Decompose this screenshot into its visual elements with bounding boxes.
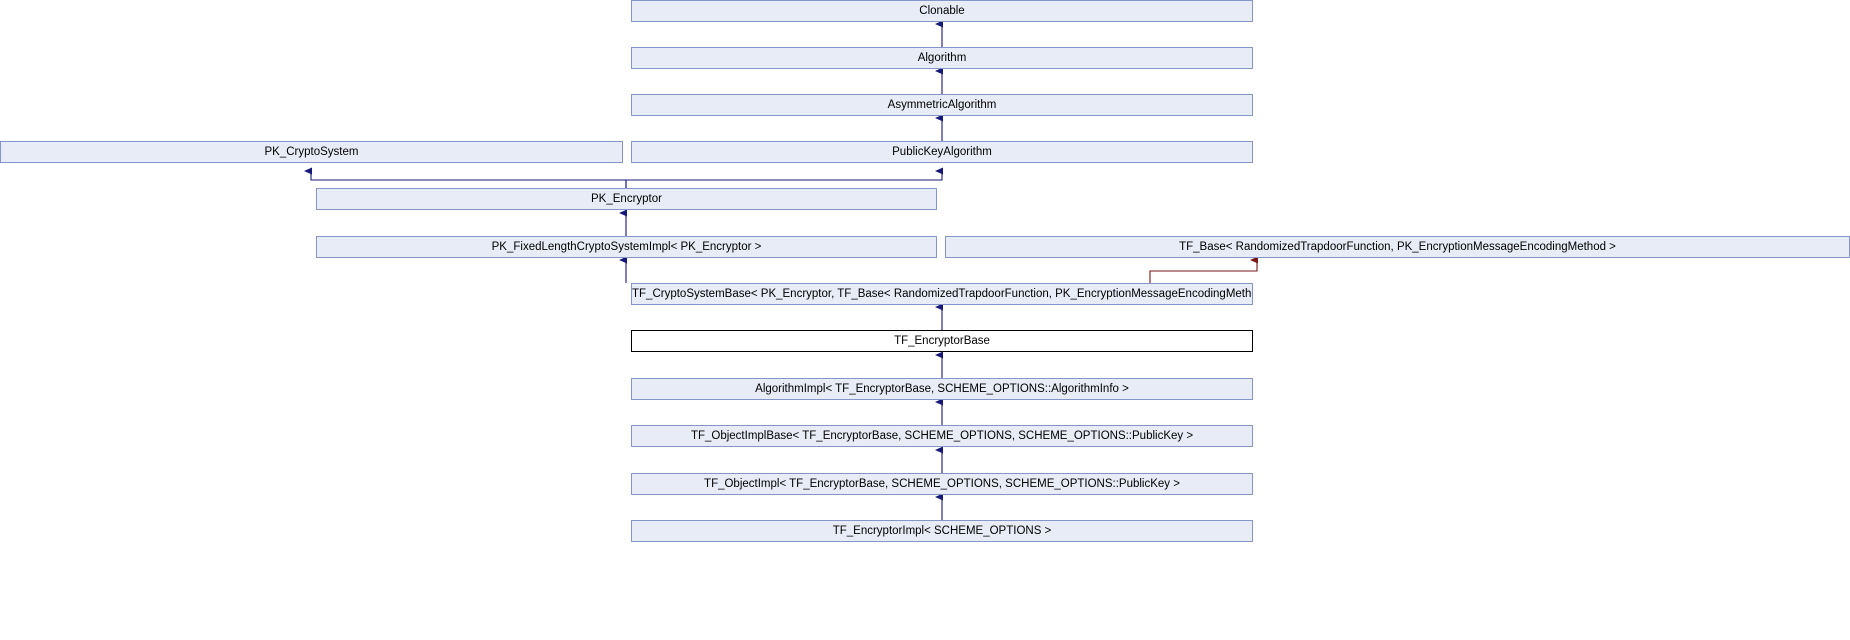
class-node-label: PK_FixedLengthCryptoSystemImpl< PK_Encry… (491, 241, 762, 253)
class-node-label: TF_ObjectImplBase< TF_EncryptorBase, SCH… (690, 430, 1194, 442)
class-node-algorithm[interactable]: Algorithm (631, 47, 1253, 69)
class-node-label: PK_CryptoSystem (264, 146, 359, 158)
class-node-label: TF_EncryptorImpl< SCHEME_OPTIONS > (832, 525, 1052, 537)
class-node-label: AlgorithmImpl< TF_EncryptorBase, SCHEME_… (755, 383, 1129, 395)
class-node-pk-cryptosystem[interactable]: PK_CryptoSystem (0, 141, 623, 163)
class-node-tf-cryptosystembase[interactable]: TF_CryptoSystemBase< PK_Encryptor, TF_Ba… (631, 283, 1253, 305)
class-node-label: AsymmetricAlgorithm (887, 99, 997, 111)
class-node-algorithmimpl[interactable]: AlgorithmImpl< TF_EncryptorBase, SCHEME_… (631, 378, 1253, 400)
class-node-label: Clonable (919, 5, 965, 17)
class-node-label: PublicKeyAlgorithm (892, 146, 992, 158)
class-node-clonable[interactable]: Clonable (631, 0, 1253, 22)
class-node-label: Algorithm (917, 52, 967, 64)
class-node-asymmetricalgorithm[interactable]: AsymmetricAlgorithm (631, 94, 1253, 116)
class-node-label: TF_Base< RandomizedTrapdoorFunction, PK_… (1179, 241, 1616, 253)
class-node-pk-fixedlengthcryptosystemimpl[interactable]: PK_FixedLengthCryptoSystemImpl< PK_Encry… (316, 236, 937, 258)
class-node-label: TF_CryptoSystemBase< PK_Encryptor, TF_Ba… (632, 288, 1253, 300)
class-node-label: PK_Encryptor (591, 193, 662, 205)
class-node-label: TF_ObjectImpl< TF_EncryptorBase, SCHEME_… (704, 478, 1180, 490)
class-node-tf-encryptorimpl[interactable]: TF_EncryptorImpl< SCHEME_OPTIONS > (631, 520, 1253, 542)
class-node-tf-objectimpl[interactable]: TF_ObjectImpl< TF_EncryptorBase, SCHEME_… (631, 473, 1253, 495)
class-node-tf-encryptorbase[interactable]: TF_EncryptorBase (631, 330, 1253, 352)
class-node-pk-encryptor[interactable]: PK_Encryptor (316, 188, 937, 210)
class-node-publickeyalgorithm[interactable]: PublicKeyAlgorithm (631, 141, 1253, 163)
class-node-tf-base[interactable]: TF_Base< RandomizedTrapdoorFunction, PK_… (945, 236, 1850, 258)
class-node-label: TF_EncryptorBase (894, 335, 990, 347)
class-node-tf-objectimplbase[interactable]: TF_ObjectImplBase< TF_EncryptorBase, SCH… (631, 425, 1253, 447)
